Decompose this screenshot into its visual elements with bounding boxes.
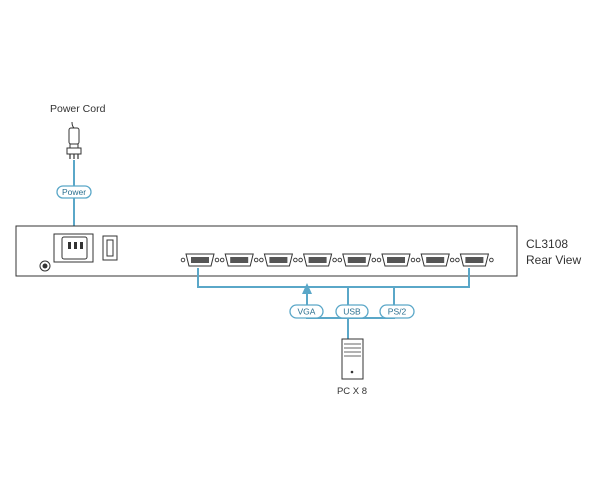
power-tag: Power [56, 185, 92, 199]
kvm-port-connector [219, 253, 259, 267]
port-bus-cable [197, 268, 470, 288]
kvm-ports [180, 253, 494, 267]
usb-tag-label: USB [343, 307, 361, 317]
kvm-port-connector [455, 253, 494, 267]
kvm-port-connector [376, 253, 416, 267]
ground-screw-icon [39, 260, 51, 272]
power-tag-label: Power [62, 187, 86, 197]
kvm-port-connector [259, 253, 298, 267]
power-socket-icon [53, 233, 94, 263]
kvm-port-connector [415, 253, 455, 267]
pc-tower-icon [341, 338, 364, 380]
power-switch-icon [102, 235, 118, 261]
vga-arrow-icon [302, 283, 312, 294]
power-cord-label: Power Cord [50, 103, 106, 115]
kvm-port-connector [180, 253, 220, 267]
ps2-tag: PS/2 [379, 304, 415, 319]
ps2-tag-label: PS/2 [388, 307, 407, 317]
model-label: CL3108 [526, 237, 568, 251]
usb-tag: USB [335, 304, 369, 319]
kvm-port-connector [298, 253, 337, 267]
vga-tag-label: VGA [298, 307, 316, 317]
view-label: Rear View [526, 253, 581, 267]
device-chassis [15, 225, 518, 277]
power-plug-icon [66, 121, 82, 159]
pc-label: PC X 8 [337, 386, 367, 397]
vga-tag: VGA [289, 304, 324, 319]
kvm-port-connector [337, 253, 377, 267]
